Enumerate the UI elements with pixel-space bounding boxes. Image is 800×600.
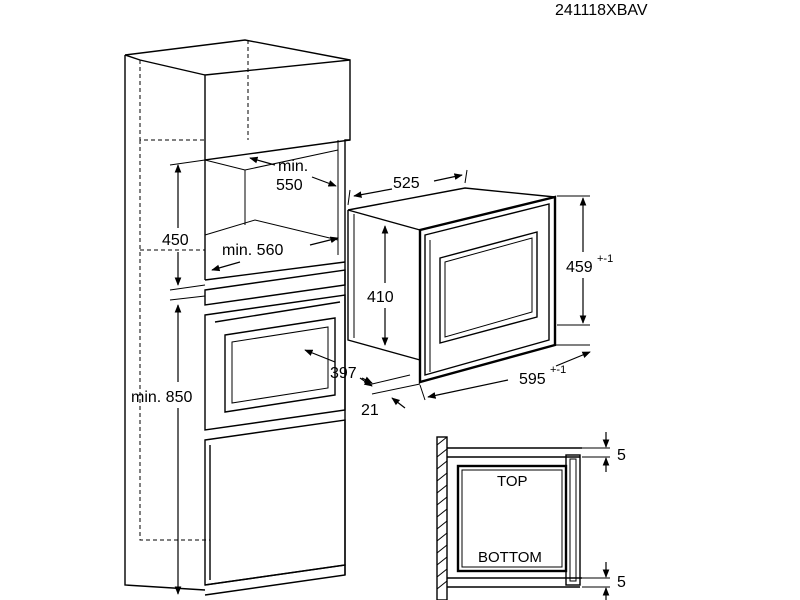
dim-450-label: 450 [162,232,189,249]
dim-397: 397 [304,349,373,384]
min-850-label: min. 850 [131,389,192,406]
gap-bottom-label: 5 [617,574,626,591]
min-550-label-line2: 550 [276,177,303,194]
appliance [347,187,557,384]
dim-595-label: 595 [519,371,546,388]
dim-21-label: 21 [361,402,379,419]
dim-459-tolerance: +-1 [597,253,613,265]
dim-525: 525 [347,169,468,206]
dim-410-label: 410 [367,289,394,306]
section-top-label: TOP [497,473,528,490]
dim-459-label: 459 [566,259,593,276]
section-bottom-label: BOTTOM [478,549,542,566]
min-560-label: min. 560 [222,242,283,259]
dim-459: 459 +-1 [557,195,613,326]
dim-min-560: min. 560 [211,236,339,272]
dim-595-tolerance: +-1 [550,364,566,376]
dim-595: 595 +-1 [419,344,591,401]
dim-397-label: 397 [330,365,357,382]
dim-525-label: 525 [393,175,420,192]
tall-cabinet [124,39,351,596]
gap-top-label: 5 [617,447,626,464]
dim-450: 450 [162,159,206,291]
drawing-code: 241118XBAV [555,2,648,19]
dim-min-550: min. 550 [249,156,337,194]
section-view: TOP BOTTOM 5 5 [436,432,626,600]
dim-min-850: min. 850 [131,295,206,595]
min-550-label-line1: min. [278,158,308,175]
dim-410: 410 [367,225,394,346]
dim-21: 21 [359,374,421,419]
